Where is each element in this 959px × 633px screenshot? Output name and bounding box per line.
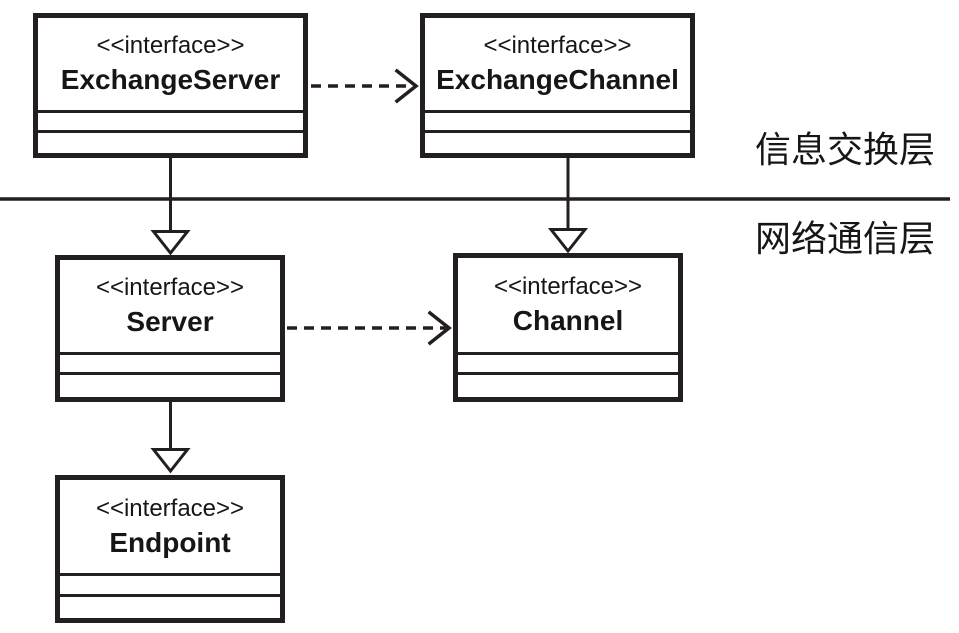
interface-name: Channel bbox=[512, 305, 624, 337]
layer-label-bottom: 网络通信层 bbox=[755, 219, 936, 259]
operations-compartment bbox=[60, 372, 280, 397]
interface-name: ExchangeServer bbox=[60, 64, 281, 96]
stereotype-label: <<interface>> bbox=[95, 494, 245, 522]
interface-box-exchangechannel: <<interface>> ExchangeChannel bbox=[420, 13, 695, 158]
attributes-compartment bbox=[458, 352, 678, 372]
attributes-compartment bbox=[60, 352, 280, 372]
interface-box-exchangeserver: <<interface>> ExchangeServer bbox=[33, 13, 308, 158]
stereotype-label: <<interface>> bbox=[493, 273, 643, 301]
stereotype-label: <<interface>> bbox=[483, 32, 632, 60]
interface-name: Server bbox=[126, 306, 214, 338]
hollow-triangle-arrow-icon bbox=[547, 228, 589, 254]
operations-compartment bbox=[458, 372, 678, 397]
operations-compartment bbox=[425, 130, 690, 153]
open-arrowhead-icon bbox=[427, 310, 452, 346]
interface-box-endpoint: <<interface>> Endpoint bbox=[55, 475, 285, 623]
interface-name: Endpoint bbox=[109, 526, 231, 558]
interface-name: ExchangeChannel bbox=[436, 64, 679, 96]
hollow-triangle-arrow-icon bbox=[150, 448, 191, 474]
attributes-compartment bbox=[60, 573, 280, 594]
name-compartment: <<interface>> Endpoint bbox=[60, 480, 280, 573]
operations-compartment bbox=[38, 130, 303, 153]
name-compartment: <<interface>> Channel bbox=[458, 258, 678, 352]
attributes-compartment bbox=[425, 110, 690, 130]
interface-box-channel: <<interface>> Channel bbox=[453, 253, 683, 402]
open-arrowhead-icon bbox=[394, 68, 419, 104]
name-compartment: <<interface>> ExchangeServer bbox=[38, 18, 303, 110]
attributes-compartment bbox=[38, 110, 303, 130]
layer-label-top: 信息交换层 bbox=[755, 130, 936, 170]
hollow-triangle-arrow-icon bbox=[150, 230, 191, 256]
name-compartment: <<interface>> ExchangeChannel bbox=[425, 18, 690, 110]
stereotype-label: <<interface>> bbox=[95, 274, 245, 302]
interface-box-server: <<interface>> Server bbox=[55, 255, 285, 402]
stereotype-label: <<interface>> bbox=[96, 32, 245, 60]
operations-compartment bbox=[60, 594, 280, 618]
name-compartment: <<interface>> Server bbox=[60, 260, 280, 352]
